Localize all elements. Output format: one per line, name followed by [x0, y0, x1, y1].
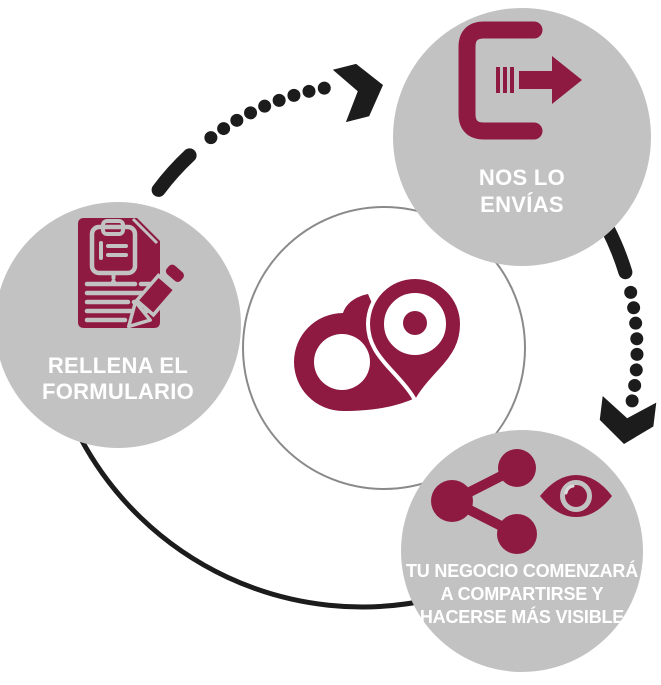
form-pen-icon — [78, 217, 188, 329]
step2-label: NOS LO ENVÍAS — [412, 164, 632, 218]
map-pin-icon — [365, 274, 465, 407]
step2-label-line2: ENVÍAS — [480, 192, 564, 217]
pen-icon — [126, 261, 188, 329]
dotted-arrow-step1-to-step2 — [151, 63, 383, 197]
step1-label-line1: RELLENA EL — [47, 353, 189, 378]
send-arrow-icon — [458, 21, 582, 140]
share-icon — [431, 449, 537, 554]
step3-label: TU NEGOCIO COMENZARÁ A COMPARTIRSE Y HAC… — [387, 560, 657, 629]
dotted-arrow-step2-to-step3 — [599, 222, 657, 444]
step2-label-line1: NOS LO — [478, 165, 566, 190]
heart-map-pin-logo — [294, 274, 465, 411]
step3-label-line1: TU NEGOCIO COMENZARÁ — [406, 561, 638, 581]
step1-label: RELLENA EL FORMULARIO — [8, 353, 228, 405]
solid-arc-step3-to-step1 — [78, 436, 429, 610]
step1-label-line2: FORMULARIO — [41, 379, 195, 404]
arrowhead-icon — [332, 63, 383, 123]
step3-label-line2: A COMPARTIRSE Y — [440, 584, 604, 604]
step3-label-line3: HACERSE MÁS VISIBLE — [419, 607, 625, 627]
eye-icon — [540, 475, 612, 517]
arrowhead-icon — [599, 396, 657, 444]
inner-ring — [242, 206, 526, 490]
